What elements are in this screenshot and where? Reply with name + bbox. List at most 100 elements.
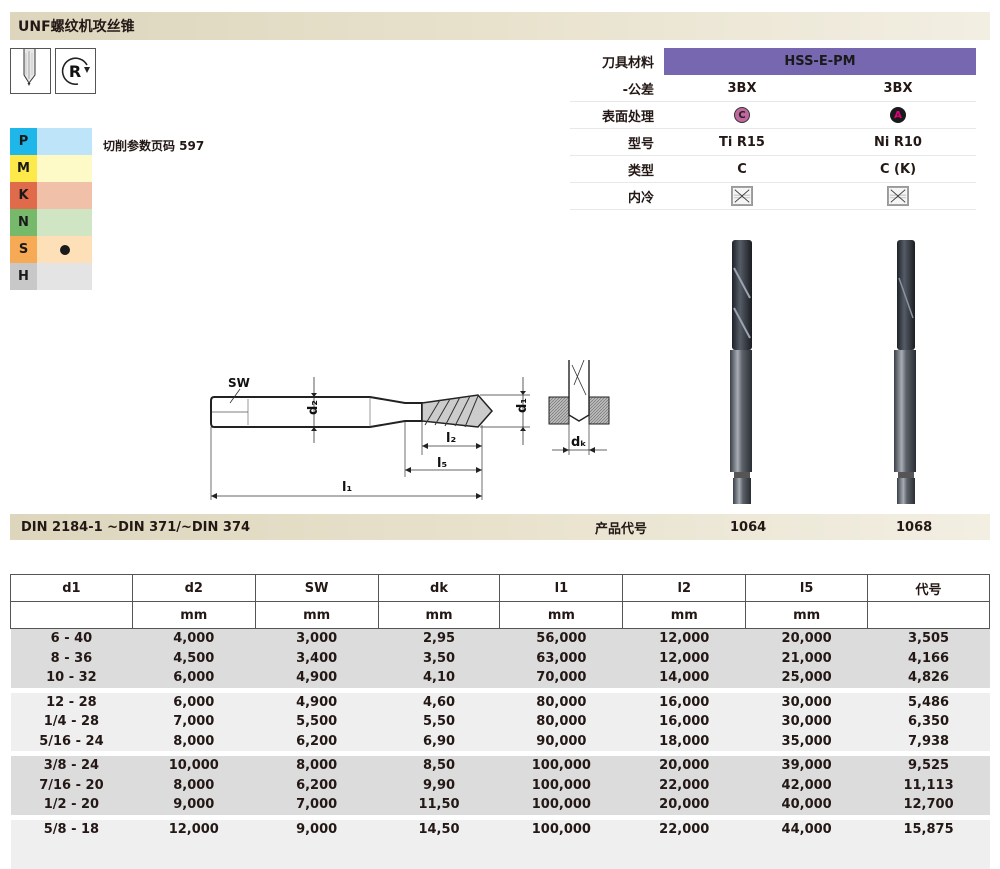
suitability-dot-icon	[59, 244, 70, 255]
unit: mm	[254, 601, 379, 629]
group-separator	[10, 687, 990, 693]
coating-c-icon: C	[734, 107, 750, 123]
spec-label: 类型	[627, 163, 654, 179]
table-cell: 20,000	[622, 795, 746, 815]
table-cell: 4,826	[867, 668, 990, 688]
table-cell: 80,000	[499, 692, 623, 712]
page-title-bar: UNF螺纹机攻丝锥	[10, 12, 990, 40]
table-cell: 3,400	[255, 648, 379, 668]
table-cell: 6,90	[378, 731, 500, 751]
table-cell: 12,000	[622, 628, 746, 649]
table-cell: 8,000	[132, 775, 256, 795]
table-cell: 56,000	[499, 628, 623, 649]
table-cell: 25,000	[745, 668, 868, 688]
table-cell: 22,000	[622, 775, 746, 795]
col-header-sw: SW	[254, 574, 379, 602]
spec-label: -公差	[622, 82, 654, 98]
unit: mm	[499, 601, 624, 629]
svg-text:l₂: l₂	[446, 431, 456, 446]
table-cell: 12,000	[622, 648, 746, 668]
iso-field	[37, 182, 92, 209]
product-code-1064: 1064	[730, 519, 767, 535]
group-separator	[10, 814, 990, 820]
table-filler	[10, 839, 990, 869]
spec-row-material: 刀具材料 HSS-E-PM	[570, 48, 976, 75]
table-cell: 22,000	[622, 819, 746, 839]
table-cell: 40,000	[745, 795, 868, 815]
col-header-d1: d1	[10, 574, 133, 602]
iso-row-h: H	[10, 263, 92, 290]
table-cell: 10,000	[132, 756, 256, 776]
iso-row-p: P	[10, 128, 92, 155]
table-cell: 16,000	[622, 692, 746, 712]
spec-row-model: 型号 Ti R15 Ni R10	[570, 129, 976, 156]
iso-letter: N	[10, 209, 37, 236]
iso-letter: S	[10, 236, 37, 263]
no-internal-coolant-icon	[731, 186, 753, 206]
table-cell: 20,000	[622, 756, 746, 776]
table-cell: 12 - 28	[10, 692, 133, 712]
table-cell: 3,505	[867, 628, 990, 649]
table-cell: 35,000	[745, 731, 868, 751]
iso-letter: M	[10, 155, 37, 182]
table-cell: 8,000	[255, 756, 379, 776]
table-cell: 90,000	[499, 731, 623, 751]
table-cell: 8 - 36	[10, 648, 133, 668]
spec-row-type: 类型 C C (K)	[570, 156, 976, 183]
svg-text:l₅: l₅	[437, 456, 447, 471]
din-standard-bar: DIN 2184-1 ~DIN 371/~DIN 374 产品代号 1064 1…	[10, 514, 990, 540]
table-cell: 8,50	[378, 756, 500, 776]
table-cell: 14,50	[378, 819, 500, 839]
col-header-l1: l1	[499, 574, 624, 602]
table-units-row: mm mm mm mm mm mm	[10, 601, 990, 629]
col-header-dk: dk	[377, 574, 501, 602]
cutting-params-page-ref: 切削参数页码 597	[103, 139, 205, 153]
table-cell: 16,000	[622, 712, 746, 732]
table-cell: 11,50	[378, 795, 500, 815]
table-cell: 21,000	[745, 648, 868, 668]
tap-photo-1064	[730, 240, 752, 504]
spec-label: 表面处理	[601, 109, 654, 125]
table-header-row: d1 d2 SW dk l1 l2 l5 代号	[10, 574, 990, 602]
table-cell: 4,000	[132, 628, 256, 649]
spec-row-tolerance: -公差 3BX 3BX	[570, 75, 976, 102]
table-cell: 100,000	[499, 756, 623, 776]
tap-technical-drawing: SW d₂ d₁ l₂ l₅ l₁ dₖ	[210, 359, 610, 500]
table-cell: 4,500	[132, 648, 256, 668]
no-internal-coolant-icon	[887, 186, 909, 206]
iso-row-s: S	[10, 236, 92, 263]
table-cell: 1/2 - 20	[10, 795, 133, 815]
tolerance-1064: 3BX	[727, 80, 757, 96]
material-value: HSS-E-PM	[664, 48, 976, 75]
right-hand-rotation-icon: R	[55, 48, 96, 94]
table-cell: 2,95	[378, 628, 500, 649]
table-cell: 11,113	[867, 775, 990, 795]
unit: mm	[745, 601, 869, 629]
table-cell: 4,60	[378, 692, 500, 712]
table-cell: 7,000	[132, 712, 256, 732]
table-cell: 80,000	[499, 712, 623, 732]
svg-text:d₁: d₁	[515, 398, 530, 413]
group-separator	[10, 751, 990, 756]
table-cell: 9,000	[255, 819, 379, 839]
type-1064: C	[737, 161, 747, 177]
unit	[10, 601, 133, 629]
table-cell: 6 - 40	[10, 628, 133, 649]
table-cell: 6,200	[255, 731, 379, 751]
table-cell: 9,000	[132, 795, 256, 815]
table-cell: 63,000	[499, 648, 623, 668]
iso-row-k: K	[10, 182, 92, 209]
table-cell: 9,90	[378, 775, 500, 795]
table-cell: 3/8 - 24	[10, 756, 133, 776]
table-cell: 4,900	[255, 692, 379, 712]
table-cell: 6,000	[132, 692, 256, 712]
col-header-l2: l2	[622, 574, 747, 602]
